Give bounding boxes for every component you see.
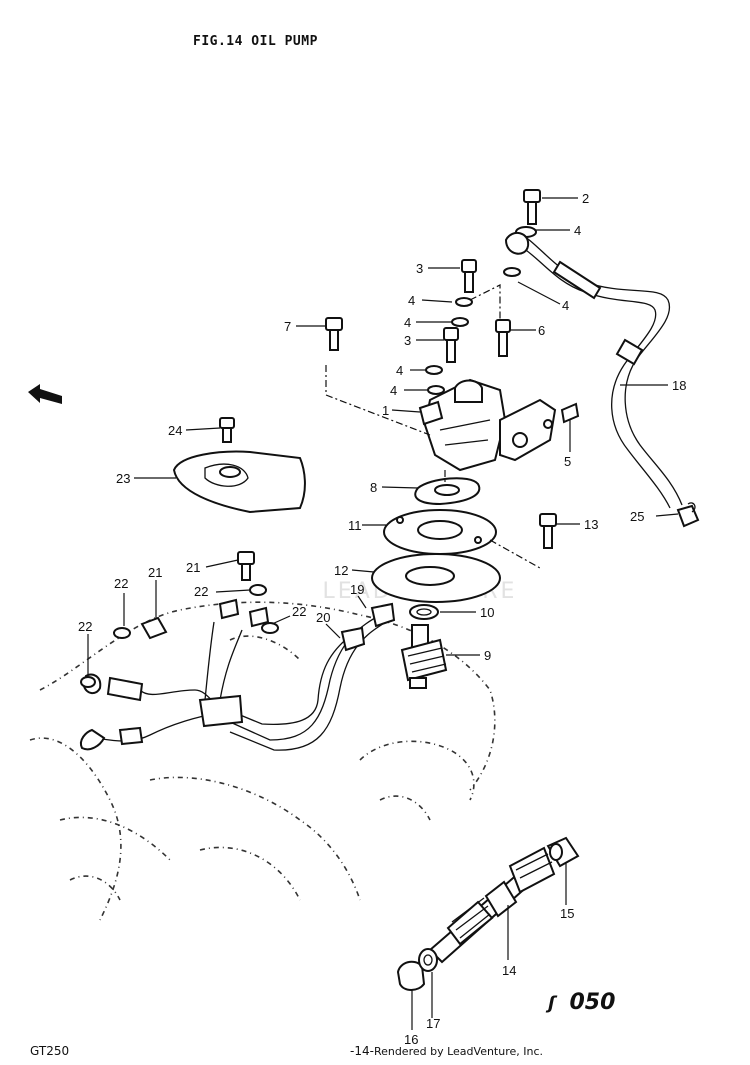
cover-23 — [172, 450, 306, 514]
bolt-7 — [325, 317, 343, 351]
callout-label: 22 — [78, 619, 92, 634]
callout-label: 1 — [382, 403, 389, 418]
cap-16 — [396, 960, 426, 991]
callout-label: 3 — [416, 261, 423, 276]
engine-case-outline — [29, 601, 496, 921]
drive-shaft-14 — [428, 846, 556, 964]
callout-label: 2 — [582, 191, 589, 206]
callout-label: 4 — [408, 293, 415, 308]
bolt-3-lower — [443, 327, 459, 363]
callout-label: 8 — [370, 480, 377, 495]
figure-title: FIG.14 OIL PUMP — [193, 34, 318, 49]
callout-label: 13 — [584, 517, 598, 532]
centerline-3 — [489, 539, 541, 569]
page-footer: -14-Rendered by LeadVenture, Inc. — [350, 1044, 543, 1058]
callout-label: 7 — [284, 319, 291, 334]
page-number: -14- — [350, 1044, 374, 1058]
oil-lines-19-20 — [80, 602, 396, 751]
rendered-by-credit: Rendered by LeadVenture, Inc. — [373, 1045, 544, 1058]
callout-label: 3 — [404, 333, 411, 348]
callout-label: 19 — [350, 582, 364, 597]
o-ring-10 — [409, 604, 439, 620]
callout-label: 11 — [348, 518, 362, 533]
callout-label: 20 — [316, 610, 330, 625]
callout-label: 24 — [168, 423, 182, 438]
banjo-bolt-2 — [503, 189, 541, 277]
bushing-15 — [546, 836, 580, 868]
callout-label: 6 — [538, 323, 545, 338]
front-arrow-icon — [28, 384, 62, 404]
fitting-21-lower — [140, 616, 168, 640]
gasket-12 — [371, 553, 501, 603]
callout-label: 22 — [292, 604, 306, 619]
callout-label: 22 — [194, 584, 208, 599]
bolt-13 — [539, 513, 557, 549]
callout-label: 21 — [186, 560, 200, 575]
callout-label: 15 — [560, 906, 574, 921]
callout-label: 9 — [484, 648, 491, 663]
oil-pump-body-1 — [418, 378, 557, 472]
pin-5 — [560, 402, 580, 424]
drive-gear-9 — [400, 624, 448, 689]
screw-24 — [219, 417, 235, 443]
leader-lines — [87, 197, 679, 1030]
callout-label: 17 — [426, 1016, 440, 1031]
callout-label: 5 — [564, 454, 571, 469]
callout-label: 4 — [404, 315, 411, 330]
bolt-3-upper — [455, 259, 477, 307]
callout-label: 4 — [562, 298, 569, 313]
callout-label: 10 — [480, 605, 494, 620]
callout-label: 23 — [116, 471, 130, 486]
model-code: GT250 — [30, 1044, 70, 1058]
gasket-8 — [414, 477, 481, 506]
callout-label: 18 — [672, 378, 686, 393]
callout-label: 21 — [148, 565, 162, 580]
callout-label: 16 — [404, 1032, 418, 1047]
washers-22 — [80, 584, 279, 688]
hose-clip-25 — [676, 502, 700, 528]
centerline-1 — [325, 365, 431, 436]
oil-hose-18 — [517, 231, 683, 509]
callout-label: 4 — [396, 363, 403, 378]
bolt-6 — [495, 319, 511, 357]
callout-label: 4 — [574, 223, 581, 238]
fitting-21-upper — [237, 551, 255, 581]
callout-label: 22 — [114, 576, 128, 591]
pump-cover-11 — [383, 509, 497, 555]
callout-label: 12 — [334, 563, 348, 578]
callout-label: 25 — [630, 509, 644, 524]
centerline-2 — [469, 284, 501, 320]
washer-17 — [418, 948, 438, 972]
callout-label: 14 — [502, 963, 516, 978]
callout-label: 4 — [390, 383, 397, 398]
